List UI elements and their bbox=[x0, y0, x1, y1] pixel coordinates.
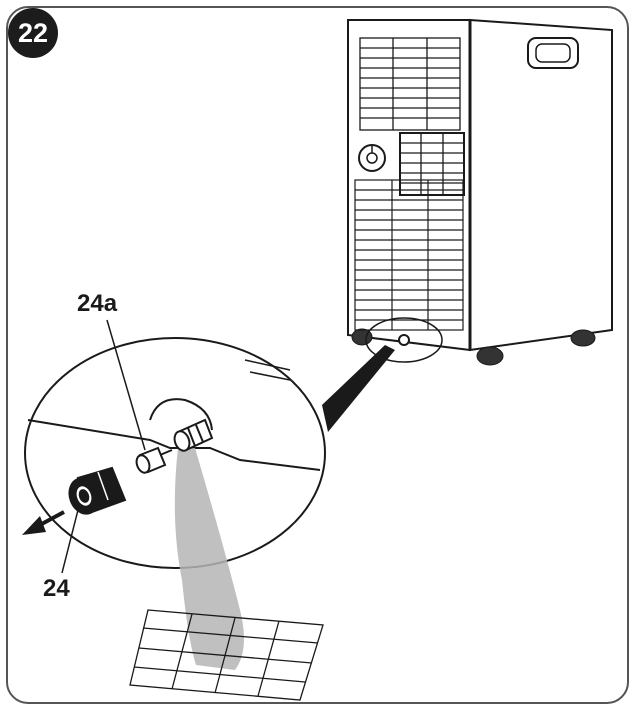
zoom-pointer bbox=[322, 345, 395, 432]
drain-plug-icon bbox=[135, 446, 173, 474]
callout-drain-cap: 24 bbox=[43, 575, 70, 602]
leader-24a bbox=[106, 319, 146, 451]
drain-spout bbox=[173, 418, 214, 452]
leader-24 bbox=[61, 509, 79, 574]
callout-drain-plug: 24a bbox=[77, 290, 118, 317]
portable-air-conditioner-icon bbox=[347, 18, 613, 366]
detail-highlight bbox=[365, 317, 443, 363]
figure-frame bbox=[6, 6, 629, 704]
magnified-view bbox=[24, 337, 326, 569]
upper-grille bbox=[359, 37, 461, 131]
step-number-badge: 22 bbox=[8, 8, 58, 58]
floor-drain-grate-icon bbox=[129, 609, 324, 701]
filter-grille bbox=[399, 132, 465, 196]
arrow-left-icon bbox=[22, 510, 65, 535]
drain-cap-icon bbox=[68, 466, 127, 515]
lower-grille bbox=[354, 179, 464, 331]
